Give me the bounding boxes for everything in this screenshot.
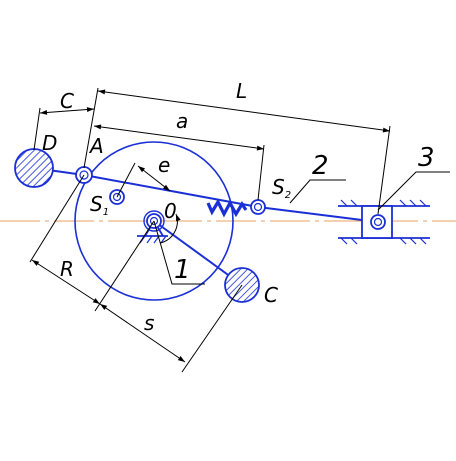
label-l: L xyxy=(236,79,247,103)
dim-c-top xyxy=(39,107,95,115)
dim-a xyxy=(93,124,265,151)
rotation-arrow-icon xyxy=(159,213,181,244)
label-e: e xyxy=(158,153,170,177)
joint-s2 xyxy=(250,199,266,215)
dim-s xyxy=(99,303,186,363)
label-part-1: 1 xyxy=(174,255,191,285)
leader-3 xyxy=(377,171,450,211)
label-c-bottom: C xyxy=(264,283,278,307)
leader-2 xyxy=(289,179,346,204)
label-s2: S2 xyxy=(272,175,291,201)
spring-icon xyxy=(206,198,248,218)
label-s: s xyxy=(144,311,154,335)
label-part-2: 2 xyxy=(312,151,329,181)
label-d: D xyxy=(42,131,57,155)
dim-r xyxy=(31,259,101,305)
label-c-top: C xyxy=(60,89,74,113)
label-part-3: 3 xyxy=(418,143,435,173)
joint-slider xyxy=(370,214,386,230)
crank-arm xyxy=(153,220,243,286)
label-o: 0 xyxy=(164,199,177,223)
rod-to-slider xyxy=(257,206,379,223)
label-a-joint: A xyxy=(88,134,104,158)
label-s1: S1 xyxy=(90,192,109,218)
leader-1 xyxy=(153,220,205,285)
dim-l xyxy=(97,89,391,133)
eccentric-circle xyxy=(143,210,165,232)
label-a: a xyxy=(176,109,188,133)
dim-e xyxy=(137,165,171,192)
label-r: R xyxy=(60,257,74,281)
